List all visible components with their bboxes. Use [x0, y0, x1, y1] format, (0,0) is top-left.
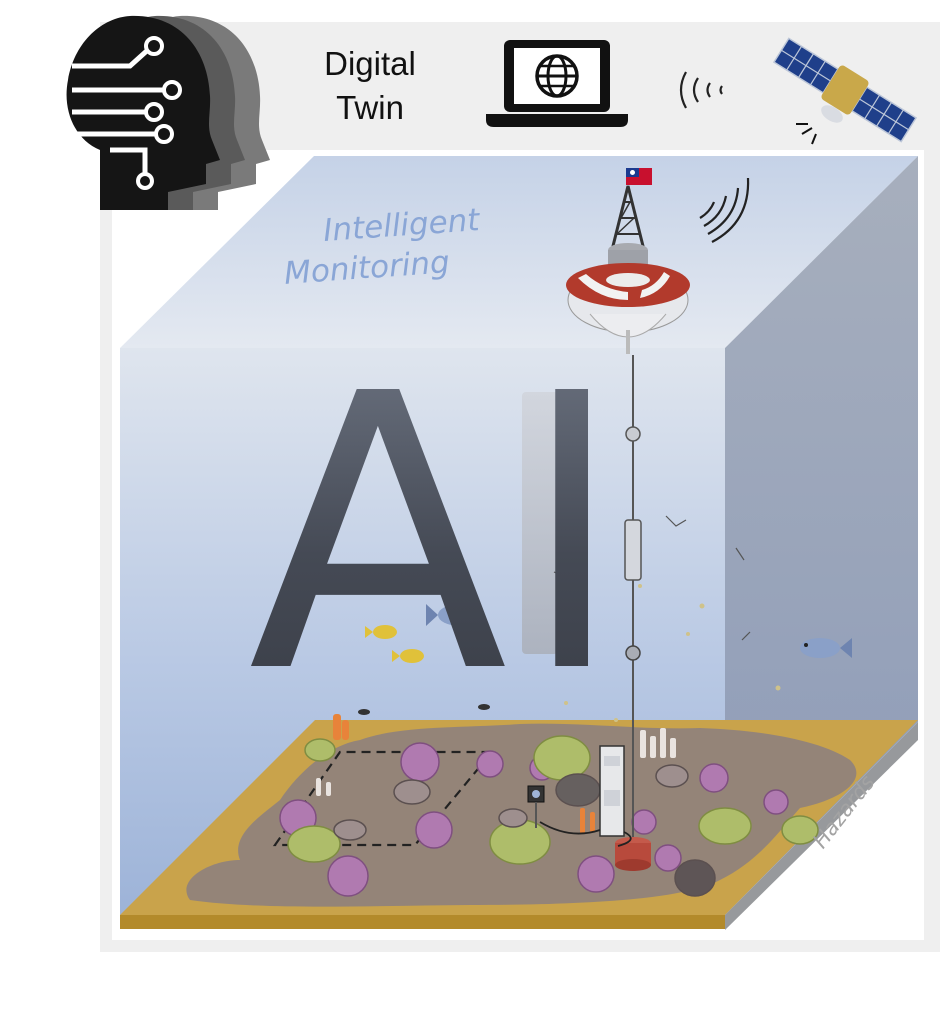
ai-head-circuit-icon	[66, 15, 271, 211]
buoy-signal-icon	[699, 177, 750, 243]
buoy-icon	[566, 185, 690, 354]
water-top-face	[120, 156, 918, 348]
laptop-globe-icon	[486, 40, 628, 127]
seafloor-front	[120, 915, 725, 929]
coral-icon	[279, 714, 819, 897]
fish-icon	[358, 512, 852, 722]
digital-twin-label: Digital Twin	[300, 42, 440, 130]
seafloor-side	[725, 722, 918, 930]
mooring-floats	[624, 426, 642, 661]
ai-letter-i	[522, 392, 558, 654]
digital-twin-line-2: Twin	[336, 89, 404, 126]
anchor-weight	[615, 837, 651, 871]
camera-icon	[527, 785, 545, 828]
taiwan-flag-icon	[626, 168, 652, 185]
wireless-signal-icon	[679, 71, 723, 109]
sensor-tower-icon	[539, 745, 632, 847]
ai-label: AI	[248, 313, 641, 756]
satellite-icon	[772, 37, 918, 145]
digital-twin-line-1: Digital	[324, 45, 416, 82]
